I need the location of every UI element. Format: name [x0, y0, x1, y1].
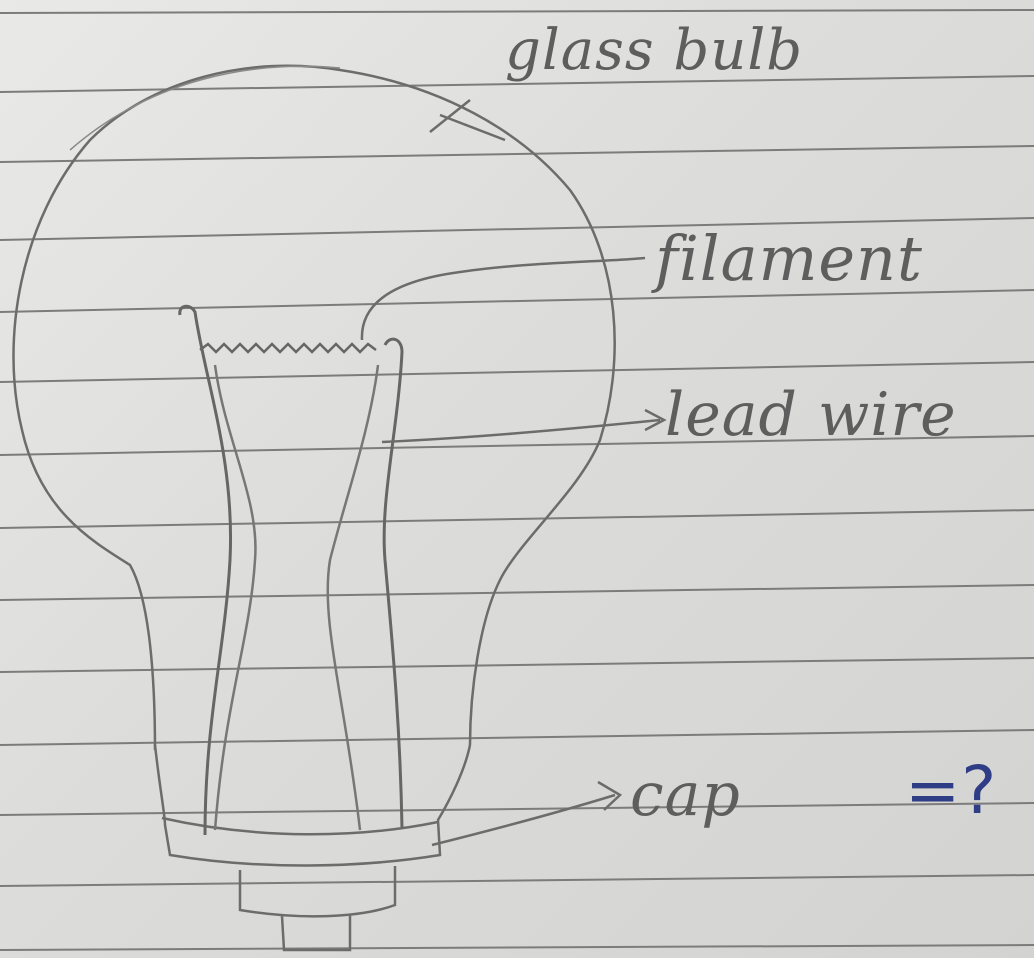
glass-stem-right — [326, 364, 380, 831]
glass-bulb-outline-inner — [69, 65, 341, 151]
cap-label: cap — [630, 760, 741, 830]
cap-neck — [238, 866, 397, 918]
lead-wire-right — [382, 337, 404, 829]
cap-shape — [153, 744, 472, 867]
lead-wire-label: lead wire — [665, 380, 957, 450]
cap-arrow — [431, 780, 623, 847]
lead-wire-arrow — [381, 408, 667, 444]
glass-stem — [213, 364, 257, 831]
glass-bulb-outline — [12, 64, 616, 751]
glass-bulb-label: glass bulb — [505, 18, 804, 83]
cap-contact — [280, 914, 352, 952]
glass-bulb-pointer — [429, 99, 506, 142]
filament-pointer — [360, 256, 646, 341]
ruled-lines — [0, 9, 1034, 951]
filament-label: filament — [655, 222, 923, 295]
filament-coil — [199, 342, 377, 354]
lead-wire-left — [178, 304, 233, 836]
question-note: =? — [905, 752, 998, 829]
cap-band — [161, 816, 439, 836]
